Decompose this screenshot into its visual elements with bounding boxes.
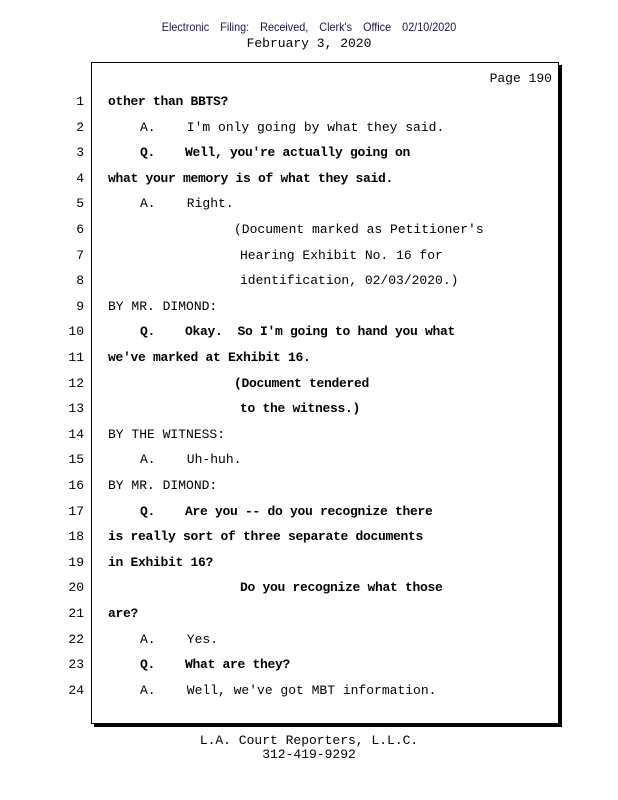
line-number: 10: [68, 324, 84, 340]
line-number: 22: [68, 631, 84, 647]
transcript-line: is really sort of three separate documen…: [108, 529, 424, 545]
line-number: 19: [68, 554, 84, 570]
line-number: 12: [68, 375, 84, 391]
line-number: 24: [68, 682, 84, 698]
line-number: 4: [76, 170, 84, 186]
transcript-page: Page 190: [91, 62, 559, 724]
filing-stamp: Electronic Filing: Received, Clerk's Off…: [161, 20, 457, 34]
transcript-line: what your memory is of what they said.: [108, 170, 394, 186]
line-number: 8: [76, 273, 84, 289]
line-number: 11: [68, 350, 84, 365]
transcript-line: Do you recognize what those: [240, 580, 443, 596]
line-number: 18: [68, 529, 84, 545]
line-number: 15: [68, 452, 84, 468]
transcript-line: in Exhibit 16?: [108, 554, 214, 570]
line-number: 21: [68, 606, 84, 621]
transcript-line: (Document marked as Petitioner's: [234, 222, 484, 237]
transcript-line: BY MR. DIMOND:: [108, 478, 218, 493]
transcript-line: to the witness.): [240, 401, 361, 417]
line-number: 16: [68, 478, 84, 493]
transcript-line: identification, 02/03/2020.): [240, 273, 459, 289]
transcript-line: Hearing Exhibit No. 16 for: [240, 247, 443, 263]
transcript-line: are?: [108, 606, 139, 621]
line-number: 17: [68, 503, 84, 519]
line-number: 20: [68, 580, 84, 596]
transcript-line: Q. What are they?: [140, 657, 291, 673]
line-number: 7: [76, 247, 84, 263]
transcript-line: we've marked at Exhibit 16.: [108, 350, 311, 365]
line-number: 1: [76, 94, 84, 109]
transcript-line: Q. Well, you're actually going on: [140, 145, 411, 161]
page-number: Page 190: [489, 71, 552, 86]
transcript-line: A. Right.: [140, 196, 234, 212]
transcript-line: A. I'm only going by what they said.: [140, 119, 445, 135]
transcript-line: A. Uh-huh.: [140, 452, 242, 468]
transcript-line: A. Well, we've got MBT information.: [140, 682, 437, 698]
transcript-line: Q. Okay. So I'm going to hand you what: [140, 324, 456, 340]
line-number: 23: [68, 657, 84, 673]
transcript-line: other than BBTS?: [108, 94, 229, 109]
transcript-date: February 3, 2020: [246, 36, 372, 51]
line-number: 3: [76, 145, 84, 161]
line-number: 5: [76, 196, 84, 212]
line-number: 13: [68, 401, 84, 417]
transcript-line: Q. Are you -- do you recognize there: [140, 503, 433, 519]
transcript-line: BY THE WITNESS:: [108, 426, 226, 442]
line-number: 9: [76, 298, 84, 314]
line-number: 14: [68, 426, 84, 442]
transcript-line: A. Yes.: [140, 631, 219, 647]
line-number: 2: [76, 119, 84, 135]
transcript-line: (Document tendered: [234, 375, 370, 391]
reporter-firm: L.A. Court Reporters, L.L.C.: [199, 733, 419, 748]
reporter-phone: 312-419-9292: [262, 747, 356, 762]
line-number: 6: [76, 222, 84, 237]
transcript-line: BY MR. DIMOND:: [108, 298, 218, 314]
